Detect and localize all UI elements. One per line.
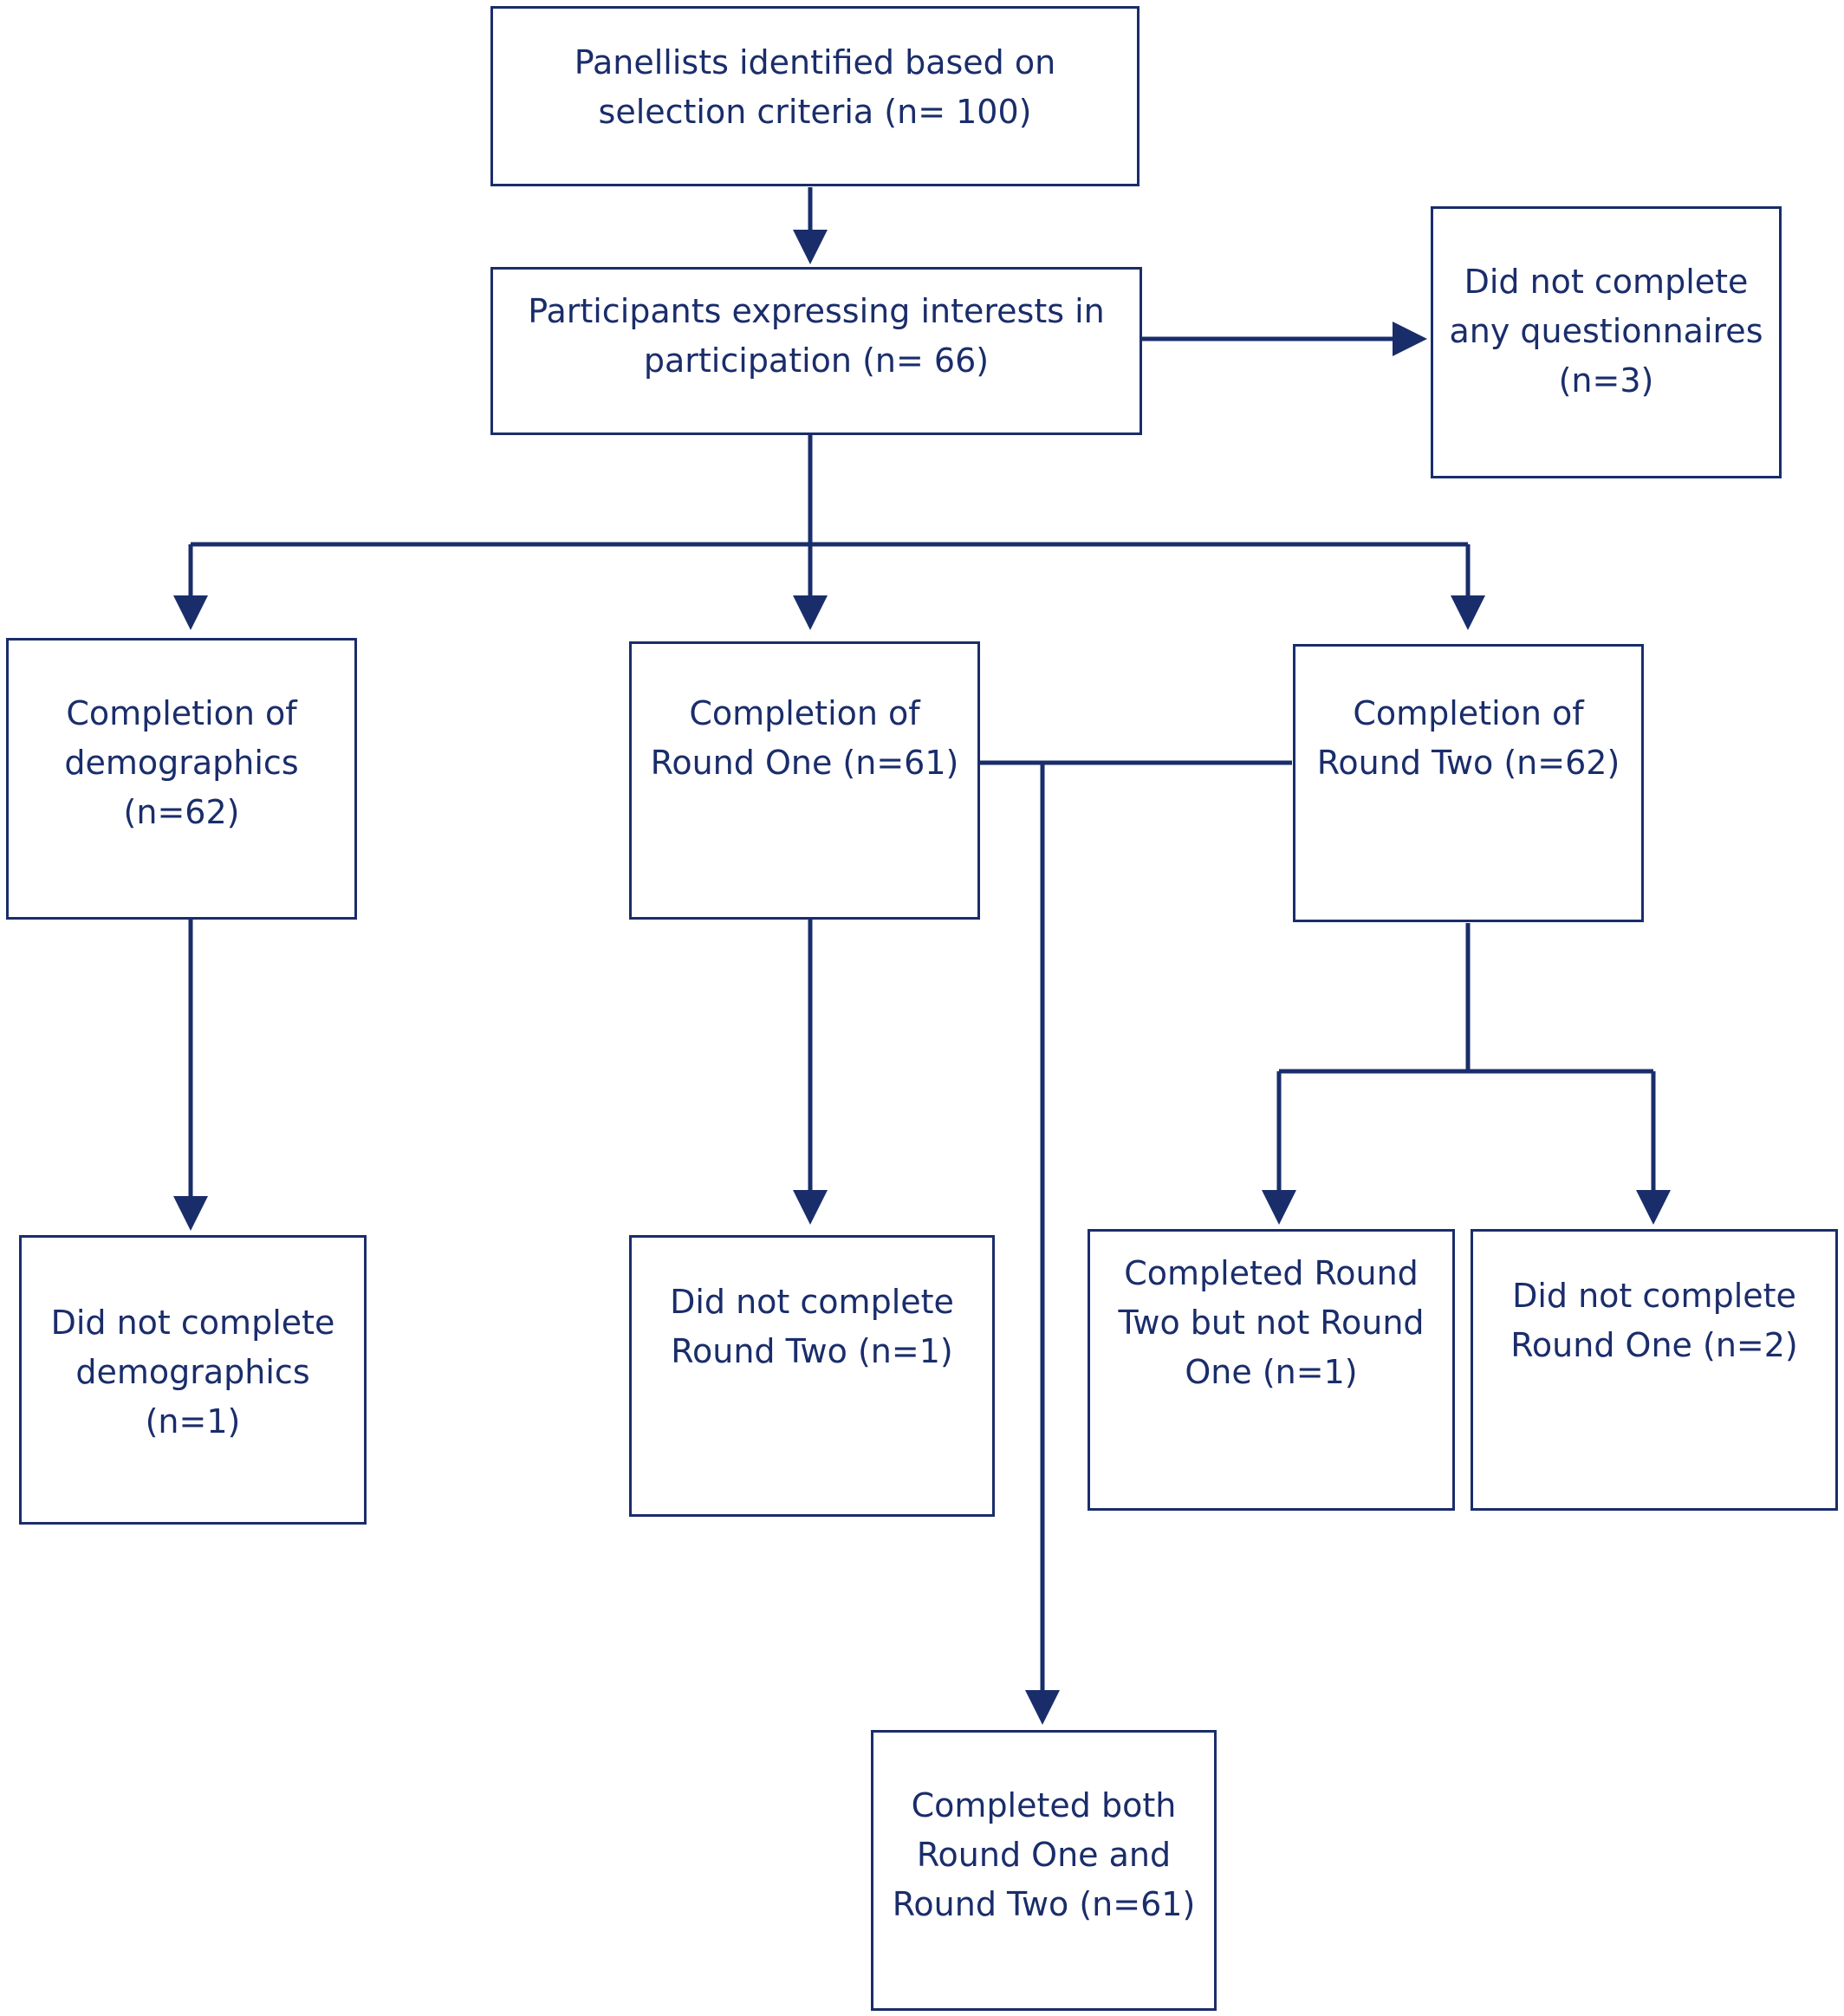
box-no-questionnaires: Did not complete any questionnaires (n=3… bbox=[1431, 206, 1782, 478]
box-no-round-two: Did not complete Round Two (n=1) bbox=[629, 1235, 995, 1517]
box-no-round-one: Did not complete Round One (n=2) bbox=[1471, 1229, 1838, 1511]
box-both-rounds: Completed both Round One and Round Two (… bbox=[871, 1730, 1217, 2011]
box-participants: Participants expressing interests in par… bbox=[490, 267, 1142, 435]
box-two-not-one: Completed Round Two but not Round One (n… bbox=[1088, 1229, 1455, 1511]
box-round-one: Completion of Round One (n=61) bbox=[629, 641, 980, 920]
box-no-demographics: Did not complete demographics (n=1) bbox=[19, 1235, 367, 1525]
box-panellists: Panellists identified based on selection… bbox=[490, 6, 1140, 186]
box-round-two: Completion of Round Two (n=62) bbox=[1293, 644, 1644, 922]
box-demographics: Completion of demographics (n=62) bbox=[6, 638, 357, 920]
